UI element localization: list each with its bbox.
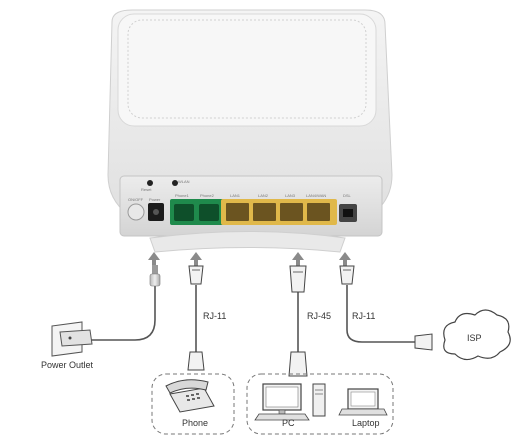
rj11-plug-phone-bottom	[187, 351, 205, 371]
router	[107, 9, 393, 253]
laptop-icon	[338, 388, 388, 416]
power-port-label: Power	[149, 197, 161, 202]
isp-cloud	[443, 309, 511, 361]
rj45-plug-bottom	[288, 351, 308, 377]
pc-laptop-group	[246, 373, 394, 435]
rj11-phone-label: RJ-11	[203, 311, 227, 321]
wps-port-label: WLAN	[178, 179, 190, 184]
phone1-port-label: Phone1	[175, 193, 189, 198]
lan2-port-label: LAN2	[258, 193, 269, 198]
rj11-plug-dsl-top	[339, 265, 355, 285]
reset-button[interactable]	[147, 180, 153, 186]
pc-label: PC	[282, 418, 295, 428]
phone-icon	[165, 379, 215, 413]
router-top-cover	[117, 13, 377, 127]
pc-icon	[254, 383, 326, 421]
rj45-plug-top	[289, 265, 307, 293]
rj45-label: RJ-45	[307, 311, 332, 321]
phone-port-2	[199, 204, 219, 221]
cables	[90, 285, 415, 352]
power-outlet-label: Power Outlet	[41, 360, 94, 370]
power-outlet	[51, 321, 93, 357]
lan4-port-label: LAN4/WAN	[306, 193, 327, 198]
phone-group	[151, 373, 235, 435]
on-off-port-label: ON/OFF	[128, 197, 144, 202]
power-plug	[149, 265, 161, 287]
on-off-button[interactable]	[127, 203, 145, 221]
isp-label: ISP	[467, 333, 482, 343]
lan-port-3	[280, 203, 303, 221]
lan3-port-label: LAN3	[285, 193, 296, 198]
phone2-port-label: Phone2	[200, 193, 214, 198]
rj11-plug-phone-top	[188, 265, 204, 285]
dsl-port-label: DSL	[343, 193, 351, 198]
phone-port-1	[174, 204, 194, 221]
wps-button[interactable]	[172, 180, 178, 186]
lan-port-1	[226, 203, 249, 221]
lan1-port-label: LAN1	[230, 193, 241, 198]
phone-label: Phone	[182, 418, 209, 428]
reset-port-label: Reset	[141, 187, 152, 192]
connection-arrows	[148, 252, 351, 266]
lan-port-4	[307, 203, 330, 221]
rj11-dsl-label: RJ-11	[352, 311, 376, 321]
lan-port-2	[253, 203, 276, 221]
laptop-label: Laptop	[352, 418, 380, 428]
rj11-plug-dsl-side	[414, 333, 433, 351]
